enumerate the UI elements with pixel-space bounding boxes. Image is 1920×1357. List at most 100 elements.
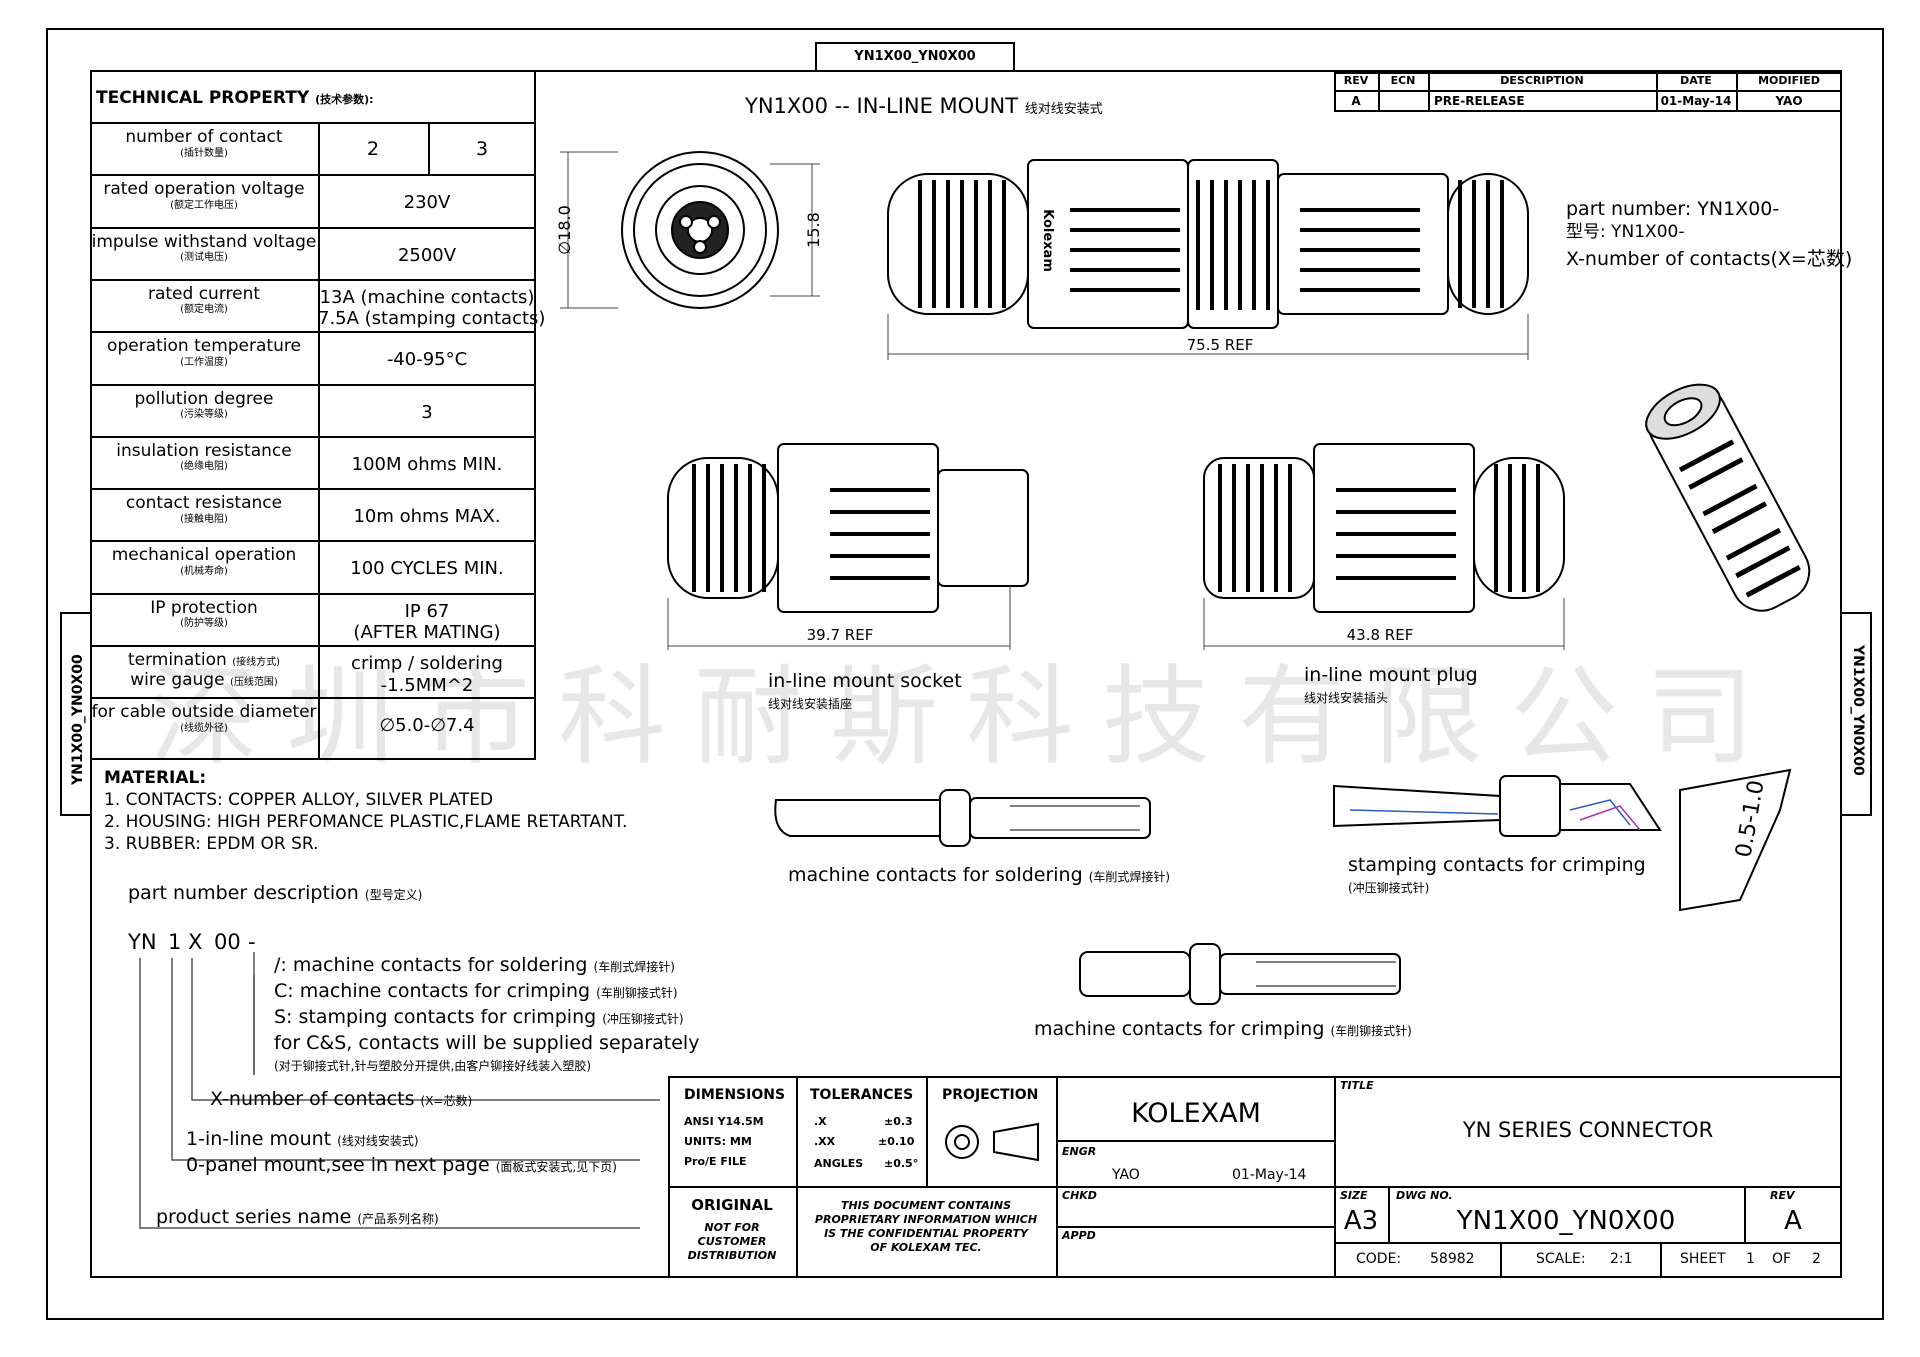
- tb-code-label: CODE:: [1356, 1251, 1402, 1267]
- opt1-en: /: machine contacts for soldering: [274, 954, 588, 976]
- dim-socket: 39.7 REF: [806, 626, 874, 644]
- tb-original-note-1: NOT FOR: [704, 1221, 760, 1234]
- tech-row-label-en: rated current: [147, 283, 261, 304]
- tech-row-line: [90, 540, 536, 543]
- mount2: 0-panel mount,see in next page (面板式安装式,见…: [186, 1156, 617, 1175]
- pn-1: 1: [168, 930, 182, 954]
- tech-row-label: IP protection(防护等级): [90, 597, 318, 630]
- tech-row-label-en: IP protection: [150, 597, 258, 618]
- top-tab: [815, 42, 1015, 72]
- revision-cell: A: [1351, 94, 1361, 108]
- part-number-label: part number: YN1X00-: [1566, 198, 1780, 220]
- tech-row-label-cn: (线缆外径): [180, 722, 228, 734]
- tech-row-label-cn: (插针数量): [180, 147, 228, 159]
- tech-row-label-cn: (工作温度): [180, 356, 228, 368]
- tb-sheet: 1: [1746, 1251, 1755, 1267]
- tb-rev: A: [1784, 1206, 1802, 1236]
- stamp-crimp-label: stamping contacts for crimping: [1348, 854, 1646, 876]
- tb-tol-x-val: ±0.3: [884, 1115, 913, 1128]
- brand-on-part: Kolexam: [1039, 209, 1055, 272]
- tb-prop-4: OF KOLEXAM TEC.: [870, 1241, 982, 1254]
- x-contacts: X-number of contacts (X=芯数): [210, 1090, 472, 1109]
- tech-row-value-1: 10m ohms MAX.: [353, 506, 501, 528]
- tb-scale-div: [1660, 1242, 1662, 1278]
- opt1: /: machine contacts for soldering (车削式焊接…: [274, 956, 675, 975]
- mount1: 1-in-line mount (线对线安装式): [186, 1130, 419, 1149]
- tech-row-value-2: 7.5A (stamping contacts): [318, 308, 546, 330]
- tb-projection: PROJECTION: [942, 1087, 1039, 1103]
- part-desc-title-en: part number description: [128, 882, 359, 904]
- tb-ansi: ANSI Y14.5M: [684, 1115, 764, 1128]
- tech-row-line: [90, 331, 536, 334]
- tech-row-label-en: pollution degree: [134, 388, 274, 409]
- tb-row-company: [1056, 1140, 1334, 1142]
- tb-scale-label: SCALE:: [1536, 1251, 1586, 1267]
- side-tab-right: [1840, 612, 1872, 816]
- tb-rev-label: REV: [1770, 1189, 1795, 1202]
- mc-crimp-label: machine contacts for crimping (车削铆接式针): [1034, 1020, 1412, 1039]
- pn-x: X: [188, 930, 203, 954]
- series-name: product series name (产品系列名称): [156, 1208, 439, 1227]
- tech-row-label-cn: (绝缘电阻): [180, 461, 228, 473]
- tb-tol-xx: .XX: [814, 1135, 836, 1148]
- pn-dash: -: [248, 930, 256, 954]
- mc-crimp-en: machine contacts for crimping: [1034, 1018, 1325, 1040]
- view-title-cn: 线对线安装式: [1024, 102, 1103, 117]
- tech-row-value: 100M ohms MIN.: [318, 454, 536, 476]
- revision-col-line: [1428, 72, 1430, 112]
- part-desc-title: part number description (型号定义): [128, 884, 422, 903]
- tech-col-divider: [318, 122, 320, 760]
- tech-row-label-en: termination (接线方式): [90, 650, 318, 671]
- view-title-en: YN1X00 -- IN-LINE MOUNT: [745, 94, 1019, 118]
- tech-row-label-cn: (防护等级): [180, 618, 228, 630]
- plug-side-view: [1203, 443, 1565, 650]
- tech-row-label: rated operation voltage(额定工作电压): [90, 180, 318, 211]
- tech-row-value: crimp / soldering-1.5MM^2: [318, 653, 536, 696]
- part-number-cn: 型号: YN1X00-: [1566, 222, 1685, 242]
- tech-row-label-cn: (污染等级): [180, 409, 228, 421]
- mc-solder-label: machine contacts for soldering (车削式焊接针): [788, 866, 1170, 885]
- tb-size-div: [1388, 1186, 1390, 1242]
- tb-dwg-no: YN1X00_YN0X00: [1456, 1206, 1676, 1236]
- dim-15-8: 15.8: [803, 212, 823, 248]
- tech-row-label: operation temperature(工作温度): [90, 337, 318, 368]
- end-view-drawing: [560, 151, 820, 309]
- tech-title-cn: (技术参数):: [315, 93, 374, 106]
- tb-chkd-label: CHKD: [1062, 1189, 1097, 1202]
- tech-row-value: 2500V: [318, 245, 536, 267]
- tb-original: ORIGINAL: [691, 1196, 773, 1214]
- tb-of: 2: [1812, 1251, 1821, 1267]
- stamping-contact: [1333, 768, 1792, 912]
- tech-row-value-1: crimp / soldering: [351, 653, 503, 674]
- tech-row-value: 100 CYCLES MIN.: [318, 558, 536, 580]
- tb-original-note-2: CUSTOMER: [697, 1235, 767, 1248]
- tech-row-value-1: 3: [421, 401, 433, 423]
- tech-row-label-en-2-wrap: wire gauge (压线范围): [90, 670, 318, 691]
- tech-row-label-en: contact resistance: [125, 493, 283, 514]
- plug-label: in-line mount plug: [1304, 664, 1478, 686]
- mount2-cn: (面板式安装式,见下页): [495, 1160, 617, 1174]
- revision-cell: PRE-RELEASE: [1434, 94, 1525, 108]
- tb-engr-label: ENGR: [1062, 1145, 1097, 1158]
- mount1-cn: (线对线安装式): [337, 1134, 419, 1148]
- revision-table: [1334, 72, 1842, 112]
- material-line-2: 2. HOUSING: HIGH PERFOMANCE PLASTIC,FLAM…: [104, 812, 628, 832]
- opt3-cn: (冲压铆接式针): [602, 1012, 684, 1026]
- tb-scale: 2:1: [1610, 1251, 1633, 1267]
- top-tab-label: YN1X00_YN0X00: [854, 49, 976, 64]
- tb-appd-label: APPD: [1062, 1229, 1096, 1242]
- tech-row-value-1: 100 CYCLES MIN.: [350, 558, 504, 580]
- x-contacts-en: X-number of contacts: [210, 1088, 415, 1110]
- dim-plug: 43.8 REF: [1346, 626, 1414, 644]
- tech-row-label-cn-2: (压线范围): [229, 676, 278, 688]
- plug-cn: 线对线安装插头: [1304, 691, 1389, 705]
- tech-row-label-en: operation temperature: [107, 336, 301, 357]
- tb-title-label: TITLE: [1340, 1079, 1374, 1092]
- tb-col-1: [796, 1076, 798, 1278]
- tb-rev-div: [1744, 1186, 1746, 1242]
- revision-cell: YAO: [1775, 94, 1803, 108]
- material-line-3: 3. RUBBER: EPDM OR SR.: [104, 834, 319, 854]
- tech-row-value-1: -40-95°C: [386, 349, 468, 371]
- tb-company: KOLEXAM: [1131, 1098, 1261, 1129]
- mount1-en: 1-in-line mount: [186, 1128, 332, 1150]
